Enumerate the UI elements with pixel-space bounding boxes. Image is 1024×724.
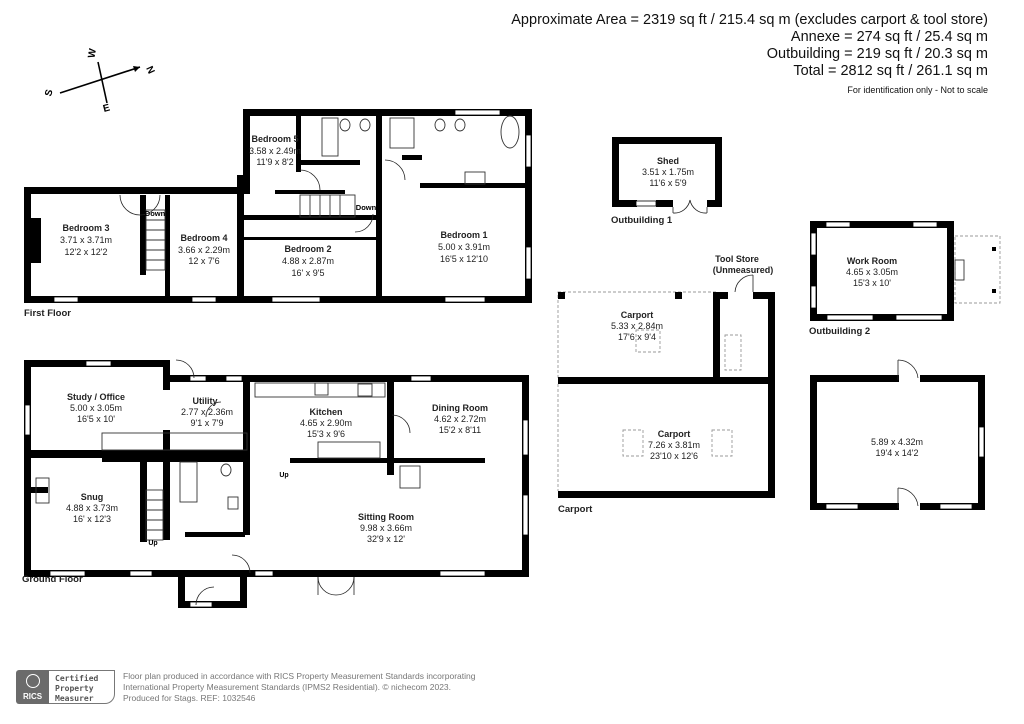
svg-text:19'4 x 14'2: 19'4 x 14'2 xyxy=(876,448,919,458)
tool-store-label: Tool Store xyxy=(715,254,759,264)
stairs-label-down: Down xyxy=(145,209,166,218)
svg-text:Dining Room: Dining Room xyxy=(432,403,488,413)
svg-text:4.65 x 2.90m: 4.65 x 2.90m xyxy=(300,418,352,428)
room-sitting-room: Sitting Room 9.98 x 3.66m 32'9 x 12' xyxy=(358,512,414,544)
room-work-room: Work Room 4.65 x 3.05m 15'3 x 10' xyxy=(846,256,898,288)
room-dining-room: Dining Room 4.62 x 2.72m 15'2 x 8'11 xyxy=(432,403,488,435)
svg-text:5.89 x 4.32m: 5.89 x 4.32m xyxy=(871,437,923,447)
area-total: Total = 2812 sq ft / 261.1 sq m xyxy=(793,63,988,79)
svg-text:3.51 x 1.75m: 3.51 x 1.75m xyxy=(642,167,694,177)
compass-n: N xyxy=(143,65,156,76)
svg-text:Shed: Shed xyxy=(657,156,679,166)
svg-text:Bedroom 3: Bedroom 3 xyxy=(62,223,109,233)
svg-text:Work Room: Work Room xyxy=(847,256,897,266)
room-bedroom-3: Bedroom 3 3.71 x 3.71m 12'2 x 12'2 xyxy=(60,223,112,257)
svg-text:23'10 x 12'6: 23'10 x 12'6 xyxy=(650,451,698,461)
svg-text:5.33 x 2.84m: 5.33 x 2.84m xyxy=(611,321,663,331)
legal-text: Floor plan produced in accordance with R… xyxy=(123,670,476,703)
tool-store-unmeasured: (Unmeasured) xyxy=(713,265,774,275)
area-annexe: Annexe = 274 sq ft / 25.4 sq m xyxy=(790,29,988,45)
rics-logo: RICS xyxy=(16,670,49,704)
svg-text:Utility: Utility xyxy=(192,396,217,406)
stairs-first-floor-right xyxy=(299,194,356,218)
svg-text:Bedroom 5: Bedroom 5 xyxy=(251,134,298,144)
svg-text:16' x 12'3: 16' x 12'3 xyxy=(73,514,111,524)
svg-text:15'3 x 9'6: 15'3 x 9'6 xyxy=(307,429,345,439)
area-outbuilding: Outbuilding = 219 sq ft / 20.3 sq m xyxy=(766,46,988,62)
svg-text:9.98 x 3.66m: 9.98 x 3.66m xyxy=(360,523,412,533)
svg-text:5.00 x 3.91m: 5.00 x 3.91m xyxy=(438,242,490,252)
outbuilding-2-plan: Work Room 4.65 x 3.05m 15'3 x 10' Outbui… xyxy=(809,221,1001,337)
compass-s: S xyxy=(43,88,55,98)
room-bedroom-2: Bedroom 2 4.88 x 2.87m 16' x 9'5 xyxy=(282,244,334,278)
svg-text:15'3 x 10': 15'3 x 10' xyxy=(853,278,891,288)
room-snug: Snug 4.88 x 3.73m 16' x 12'3 xyxy=(66,492,118,524)
ground-floor-plan: Ground Floor Study / Office 5.00 x 3.05m… xyxy=(22,359,529,608)
compass-e: E xyxy=(102,102,112,114)
svg-text:3.58 x 2.49m: 3.58 x 2.49m xyxy=(249,146,301,156)
svg-text:Bedroom 4: Bedroom 4 xyxy=(180,233,227,243)
svg-text:9'1 x 7'9: 9'1 x 7'9 xyxy=(191,418,224,428)
svg-text:11'6 x 5'9: 11'6 x 5'9 xyxy=(649,178,686,188)
svg-text:4.65 x 3.05m: 4.65 x 3.05m xyxy=(846,267,898,277)
svg-text:12'2 x 12'2: 12'2 x 12'2 xyxy=(65,247,108,257)
svg-text:16'5 x 12'10: 16'5 x 12'10 xyxy=(440,254,488,264)
scale-note: For identification only - Not to scale xyxy=(847,85,988,95)
svg-text:4.88 x 2.87m: 4.88 x 2.87m xyxy=(282,256,334,266)
room-carport-1: Carport 5.33 x 2.84m 17'6 x 9'4 xyxy=(611,310,663,342)
room-shed: Shed 3.51 x 1.75m 11'6 x 5'9 xyxy=(642,156,694,188)
room-carport-2: Carport 7.26 x 3.81m 23'10 x 12'6 xyxy=(648,429,700,461)
svg-text:Sitting Room: Sitting Room xyxy=(358,512,414,522)
certified-property-measurer-badge: Certified Property Measurer xyxy=(49,670,115,704)
first-floor-plan: First Floor Bedroom 3 3.71 x 3.71m 12'2 … xyxy=(24,109,532,319)
room-bedroom-5: Bedroom 5 3.58 x 2.49m 11'9 x 8'2 xyxy=(249,134,301,167)
rics-crest-icon xyxy=(25,674,40,688)
svg-text:Study / Office: Study / Office xyxy=(67,392,125,402)
outbuilding-1-label: Outbuilding 1 xyxy=(611,215,673,226)
svg-text:15'2 x 8'11: 15'2 x 8'11 xyxy=(439,425,481,435)
svg-text:32'9 x 12': 32'9 x 12' xyxy=(367,534,405,544)
compass-icon: N S E W xyxy=(43,47,156,115)
svg-text:16'5 x 10': 16'5 x 10' xyxy=(77,414,115,424)
svg-text:5.00 x 3.05m: 5.00 x 3.05m xyxy=(70,403,122,413)
room-annexe: 5.89 x 4.32m 19'4 x 14'2 xyxy=(871,437,923,458)
svg-text:Carport: Carport xyxy=(658,429,691,439)
area-summary: Approximate Area = 2319 sq ft / 215.4 sq… xyxy=(511,12,988,97)
svg-text:12 x 7'6: 12 x 7'6 xyxy=(188,256,219,266)
ground-floor-label: Ground Floor xyxy=(22,574,83,585)
svg-text:Snug: Snug xyxy=(81,492,104,502)
room-utility: Utility 2.77 x 2.36m 9'1 x 7'9 xyxy=(181,396,233,428)
stairs-ground-floor xyxy=(145,489,164,541)
svg-text:11'9 x 8'2: 11'9 x 8'2 xyxy=(256,157,293,167)
carport-plan: Tool Store (Unmeasured) Carport 5.33 x 2… xyxy=(557,254,775,515)
compass-w: W xyxy=(87,47,100,59)
svg-text:3.71 x 3.71m: 3.71 x 3.71m xyxy=(60,235,112,245)
room-study-office: Study / Office 5.00 x 3.05m 16'5 x 10' xyxy=(67,392,125,424)
svg-text:2.77 x 2.36m: 2.77 x 2.36m xyxy=(181,407,233,417)
svg-text:17'6 x 9'4: 17'6 x 9'4 xyxy=(618,332,656,342)
svg-text:7.26 x 3.81m: 7.26 x 3.81m xyxy=(648,440,700,450)
room-kitchen: Kitchen 4.65 x 2.90m 15'3 x 9'6 xyxy=(300,407,352,439)
svg-text:Bedroom 2: Bedroom 2 xyxy=(284,244,331,254)
stairs-label-up-2: Up xyxy=(279,472,288,479)
outbuilding-2-label: Outbuilding 2 xyxy=(809,326,870,337)
svg-text:16' x 9'5: 16' x 9'5 xyxy=(292,268,325,278)
svg-text:Carport: Carport xyxy=(621,310,654,320)
area-approx: Approximate Area = 2319 sq ft / 215.4 sq… xyxy=(511,12,988,28)
room-bedroom-1: Bedroom 1 5.00 x 3.91m 16'5 x 12'10 xyxy=(438,230,490,264)
annexe-plan: 5.89 x 4.32m 19'4 x 14'2 xyxy=(810,359,985,510)
svg-text:3.66 x 2.29m: 3.66 x 2.29m xyxy=(178,245,230,255)
stairs-first-floor-left xyxy=(145,209,166,271)
svg-text:4.62 x 2.72m: 4.62 x 2.72m xyxy=(434,414,486,424)
svg-text:4.88 x 3.73m: 4.88 x 3.73m xyxy=(66,503,118,513)
first-floor-label: First Floor xyxy=(24,308,71,319)
stairs-label-up: Up xyxy=(148,540,157,547)
svg-text:Bedroom 1: Bedroom 1 xyxy=(440,230,487,240)
carport-label: Carport xyxy=(558,504,593,515)
footer: RICS Certified Property Measurer Floor p… xyxy=(16,670,475,704)
stairs-label-down-2: Down xyxy=(356,203,377,212)
outbuilding-1-plan: Shed 3.51 x 1.75m 11'6 x 5'9 Outbuilding… xyxy=(611,137,722,226)
svg-text:Kitchen: Kitchen xyxy=(309,407,342,417)
room-bedroom-4: Bedroom 4 3.66 x 2.29m 12 x 7'6 xyxy=(178,233,230,266)
